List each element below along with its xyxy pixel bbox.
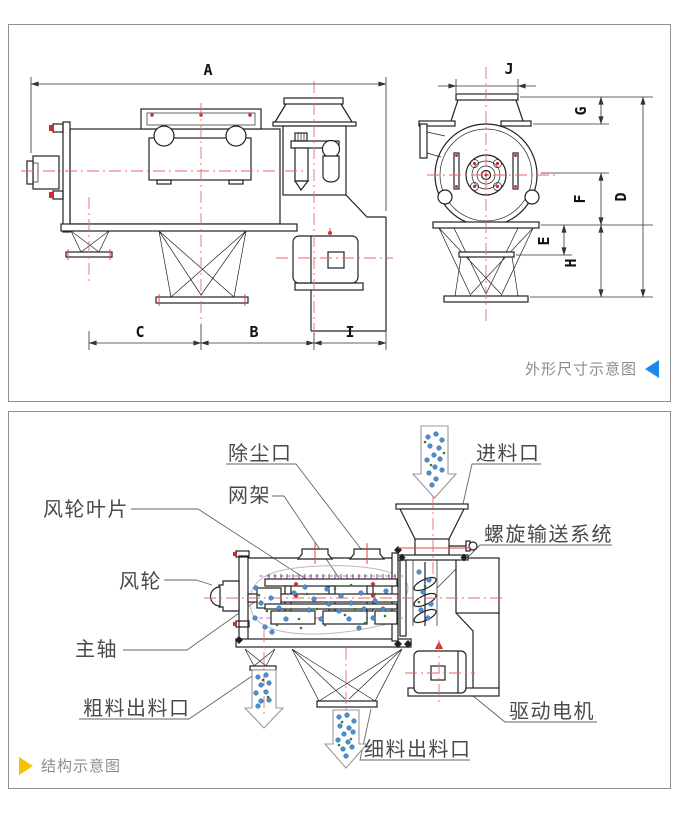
structure-caption-text: 结构示意图 [41,757,122,775]
machine-cross-section [204,425,506,769]
side-view-drawing [21,81,393,339]
outline-caption-text: 外形尺寸示意图 [524,360,637,378]
structure-caption: 结构示意图 [19,755,121,776]
structure-drawing-svg: 除尘口 网架 进料口 风轮叶片 螺旋输送系统 风轮 主轴 粗料出料口 驱动电机 … [43,425,613,769]
label-drive-motor: 驱动电机 [509,699,595,723]
dim-G: G [572,106,590,115]
outline-caption: 外形尺寸示意图 [525,358,659,379]
particle-dots [252,431,446,759]
dim-B: B [249,323,258,341]
label-coarse-outlet: 粗料出料口 [83,696,191,720]
label-mesh-frame: 网架 [228,483,271,507]
label-wind-wheel: 风轮 [119,569,162,593]
outline-drawing-svg: A C B I J G [21,60,653,350]
dim-C: C [135,323,144,341]
dim-I: I [345,323,354,341]
dim-E: E [535,236,553,245]
outline-dimension-panel: A C B I J G [8,24,671,402]
dim-J: J [504,60,513,78]
dim-A: A [203,61,212,79]
structure-panel: 除尘口 网架 进料口 风轮叶片 螺旋输送系统 风轮 主轴 粗料出料口 驱动电机 … [8,411,671,789]
dim-F: F [571,194,589,203]
label-screw-conveyor-system: 螺旋输送系统 [484,522,613,546]
label-main-shaft: 主轴 [75,637,118,661]
label-fine-outlet: 细料出料口 [364,737,472,761]
leader-lines [79,463,612,761]
yellow-right-triangle-icon [19,756,33,775]
part-labels: 除尘口 网架 进料口 风轮叶片 螺旋输送系统 风轮 主轴 粗料出料口 驱动电机 … [43,441,613,761]
blue-left-triangle-icon [645,359,659,378]
label-wind-wheel-blades: 风轮叶片 [43,497,129,521]
label-feed-inlet: 进料口 [476,441,541,465]
dim-H: H [562,258,580,267]
label-dust-port: 除尘口 [228,441,293,465]
dim-D: D [612,192,630,201]
end-view-drawing [418,67,557,323]
dimension-lines: A C B I J G [30,60,653,350]
